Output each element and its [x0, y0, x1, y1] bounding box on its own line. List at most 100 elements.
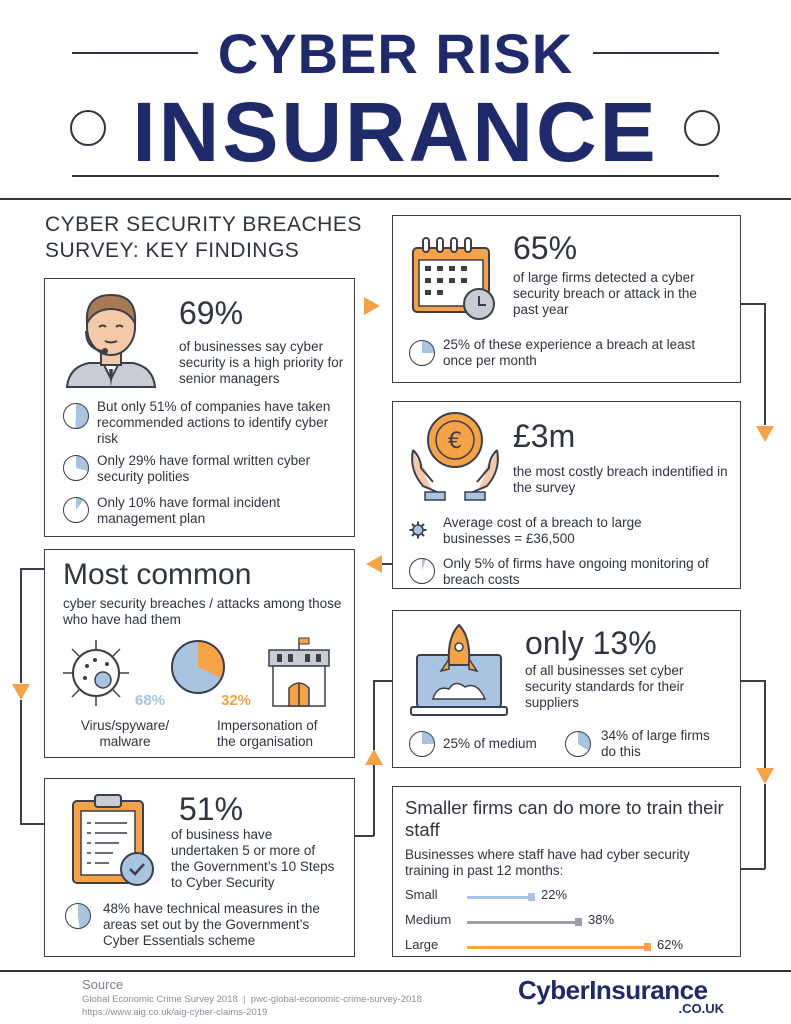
stat-65-desc: of large firms detected a cyber security…	[513, 270, 697, 317]
bar-value-small: 22%	[541, 887, 568, 902]
stat-69: 69%	[179, 295, 244, 331]
connector-line	[741, 868, 765, 870]
connector-line	[741, 680, 765, 682]
gear-icon	[409, 521, 427, 539]
most-common-title: Most common	[63, 558, 252, 591]
arrow-right-icon	[364, 297, 380, 315]
connector-line	[20, 568, 22, 683]
finding-10: Only 10% have formal incident management…	[97, 495, 281, 526]
virus-label: Virus/spyware/ malware	[80, 718, 170, 749]
euro-coin-symbol: €	[448, 429, 462, 454]
decorative-circle-right	[684, 110, 720, 146]
stat-3m: £3m	[513, 418, 576, 454]
footer-rule	[0, 970, 791, 972]
bar-small	[467, 896, 531, 899]
card-costly-breach: € £3m the most costly breach indentified…	[392, 401, 741, 589]
source-line-1: Global Economic Crime Survey 2018 | pwc-…	[82, 994, 422, 1005]
pct-32: 32%	[221, 692, 252, 709]
building-icon	[268, 637, 330, 707]
source-label: Source	[82, 977, 124, 992]
bar-label-large: Large	[405, 937, 439, 952]
clipboard-check-icon	[72, 794, 154, 886]
most-common-desc: cyber security breaches / attacks among …	[63, 596, 342, 627]
pie-10-icon	[63, 497, 89, 523]
source-line-2: https://www.aig.co.uk/aig-cyber-claims-2…	[82, 1007, 268, 1018]
pie-29-icon	[63, 455, 89, 481]
logo-sub: .CO.UK	[678, 1001, 725, 1016]
bar-large	[467, 946, 647, 949]
survey-heading: CYBER SECURITY BREACHES SURVEY: KEY FIND…	[45, 212, 362, 264]
connector-line	[373, 680, 375, 750]
finding-29: Only 29% have formal written cyber secur…	[97, 453, 311, 484]
stat-13: only 13%	[525, 625, 657, 661]
card-large-firms-breach: 65% of large firms detected a cyber secu…	[392, 215, 741, 383]
stat-51: 51%	[179, 791, 244, 827]
card-ten-steps: 51% of business have undertaken 5 or mor…	[44, 778, 355, 957]
arrow-left-icon	[366, 555, 382, 573]
impersonation-label: Impersonation of the organisation	[217, 718, 318, 749]
decorative-circle-left	[70, 110, 106, 146]
connector-line	[20, 700, 22, 824]
laptop-rocket-icon	[410, 623, 508, 716]
header-divider	[0, 198, 791, 200]
connector-line	[355, 835, 374, 837]
stat-69-desc: of businesses say cyber security is a hi…	[179, 339, 344, 386]
pie-5-icon	[409, 558, 435, 584]
connector-line	[741, 303, 765, 305]
header-rule-right	[593, 52, 719, 54]
stat-3m-desc: the most costly breach indentified in th…	[513, 464, 728, 495]
arrow-down-icon	[756, 768, 774, 784]
bar-cap-medium	[575, 918, 582, 926]
pie-48-icon	[65, 903, 91, 929]
bar-cap-small	[528, 893, 535, 901]
training-bar-chart: Small 22% Medium 38% Large 62%	[393, 883, 742, 953]
stat-13-desc: of all businesses set cyber security sta…	[525, 663, 685, 710]
arrow-down-icon	[12, 684, 30, 700]
card-staff-training: Smaller firms can do more to train their…	[392, 786, 741, 957]
calendar-clock-icon	[412, 237, 495, 320]
training-subtitle: Businesses where staff have had cyber se…	[405, 847, 690, 878]
connector-line	[373, 765, 375, 836]
stat-65: 65%	[513, 230, 578, 266]
finding-48: 48% have technical measures in the areas…	[103, 901, 320, 948]
connector-line	[20, 823, 45, 825]
finding-51: But only 51% of companies have taken rec…	[97, 399, 331, 446]
bar-label-medium: Medium	[405, 912, 452, 927]
bar-medium	[467, 921, 578, 924]
header-rule-bottom	[72, 175, 719, 177]
survey-heading-line-1: CYBER SECURITY BREACHES	[45, 213, 362, 236]
pie-25-medium-icon	[409, 731, 435, 757]
average-cost: Average cost of a breach to large busine…	[443, 515, 642, 546]
pie-25-icon	[409, 340, 435, 366]
connector-line	[764, 784, 766, 869]
arrow-up-icon	[365, 749, 383, 765]
most-common-pie	[171, 640, 225, 694]
connector-line	[382, 563, 392, 565]
connector-line	[764, 680, 766, 768]
bar-value-large: 62%	[657, 937, 684, 952]
arrow-down-icon	[756, 426, 774, 442]
card-senior-managers: 69% of businesses say cyber security is …	[44, 278, 355, 537]
finding-5: Only 5% of firms have ongoing monitoring…	[443, 556, 709, 587]
bar-label-small: Small	[405, 887, 438, 902]
card-supplier-standards: only 13% of all businesses set cyber sec…	[392, 610, 741, 768]
card-most-common: Most common cyber security breaches / at…	[44, 549, 355, 758]
pie-34-icon	[565, 731, 591, 757]
header-rule-left	[72, 52, 198, 54]
finding-25-monthly: 25% of these experience a breach at leas…	[443, 337, 696, 368]
finding-34: 34% of large firms do this	[601, 728, 710, 759]
stat-51-desc: of business have undertaken 5 or more of…	[171, 827, 335, 890]
training-title: Smaller firms can do more to train their…	[405, 797, 724, 840]
hands-coin-icon: €	[411, 412, 499, 501]
pct-68: 68%	[135, 692, 166, 709]
bar-value-medium: 38%	[588, 912, 615, 927]
survey-heading-line-2: SURVEY: KEY FINDINGS	[45, 239, 300, 262]
bar-cap-large	[644, 943, 651, 951]
title-line-2: INSURANCE	[132, 85, 659, 179]
finding-25-medium: 25% of medium	[443, 736, 537, 751]
title-line-1: CYBER RISK	[217, 22, 574, 85]
connector-line	[764, 303, 766, 425]
pie-51-icon	[63, 403, 89, 429]
connector-line	[373, 680, 392, 682]
person-headset-icon	[65, 293, 157, 388]
